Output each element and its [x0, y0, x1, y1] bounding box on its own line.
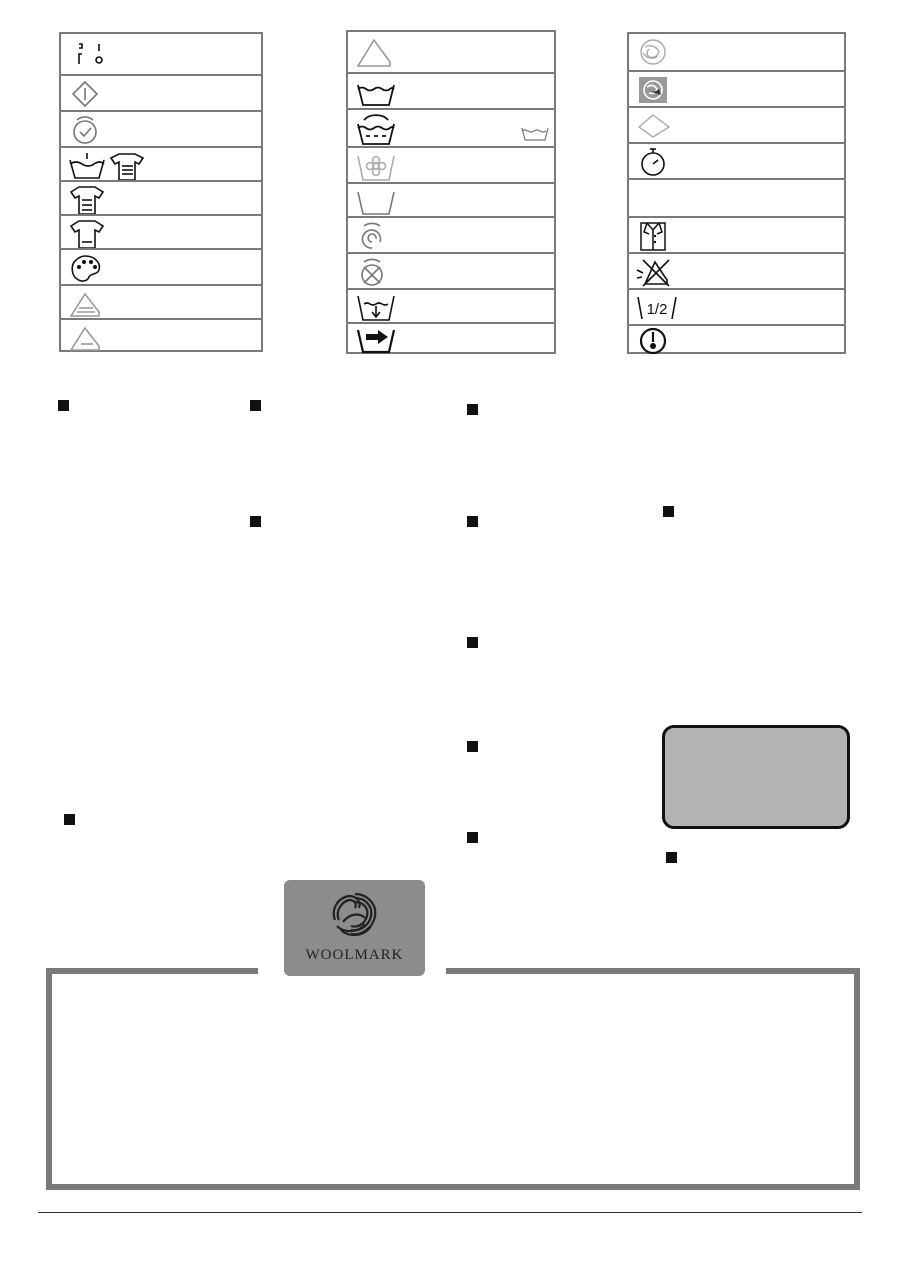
- timer-icon: [635, 146, 671, 178]
- bullet-marker: [467, 832, 478, 843]
- woolmark-icon: [635, 75, 671, 105]
- panel-row: [629, 142, 844, 180]
- left-panel: [59, 32, 263, 352]
- panel-row: [348, 252, 554, 290]
- panel-row: [61, 180, 261, 216]
- panel-row: [61, 74, 261, 112]
- bullet-marker: [467, 741, 478, 752]
- bullet-marker: [250, 516, 261, 527]
- panel-row: [629, 252, 844, 290]
- wash-tub-with-shirt-icon: [67, 150, 157, 182]
- no-spin-icon: [354, 256, 394, 288]
- iron-line-icon: [67, 322, 107, 354]
- panel-row: [348, 72, 554, 110]
- right-panel: 1/2: [627, 32, 846, 356]
- no-iron-crossed-icon: [635, 256, 675, 288]
- bullet-marker: [64, 814, 75, 825]
- shirt-lines-icon: [67, 184, 107, 216]
- panel-row: [629, 216, 844, 254]
- panel-row: [348, 108, 554, 148]
- footer-divider: [38, 1212, 862, 1213]
- iron-plate-icon: [635, 111, 675, 141]
- on-off-switch-icon: [67, 38, 107, 68]
- panel-row: [61, 146, 261, 182]
- panel-row: [348, 146, 554, 184]
- woolmark-logo: WOOLMARK: [284, 880, 425, 976]
- panel-row: [348, 182, 554, 218]
- start-pause-diamond-icon: [67, 80, 107, 108]
- bullet-marker: [58, 400, 69, 411]
- bullet-marker: [467, 516, 478, 527]
- bullet-marker: [467, 404, 478, 415]
- woolmark-ball-icon: [327, 890, 383, 947]
- spin-icon: [354, 220, 394, 252]
- rinse-arrow-icon: [354, 326, 398, 354]
- panel-row: [61, 318, 261, 354]
- panel-row: [61, 110, 261, 148]
- bullet-marker: [250, 400, 261, 411]
- middle-panel: [346, 30, 556, 354]
- shirt-icon: [67, 218, 107, 250]
- panel-row: [629, 106, 844, 144]
- delay-timer-icon: [67, 114, 107, 146]
- panel-row: [61, 284, 261, 320]
- prewash-tub-icon: [354, 112, 398, 146]
- empty-tub-icon: [354, 188, 398, 216]
- half-load-icon: 1/2: [635, 293, 679, 323]
- palette-icon: [67, 253, 107, 285]
- bullet-marker: [663, 506, 674, 517]
- panel-row: [629, 70, 844, 108]
- panel-row: 1/2: [629, 288, 844, 326]
- panel-row: [629, 324, 844, 356]
- temperature-icon: [635, 326, 671, 356]
- panel-row: [348, 216, 554, 254]
- panel-row: [629, 178, 844, 218]
- flower-tub-icon: [354, 150, 398, 182]
- wash-tub-icon: [354, 77, 398, 107]
- half-load-label: 1/2: [647, 301, 668, 318]
- drain-icon: [354, 292, 398, 324]
- panel-row: [348, 32, 554, 72]
- woolmark-brand-text: WOOLMARK: [305, 947, 404, 963]
- small-wash-tub-icon: [520, 124, 550, 147]
- panel-row: [348, 288, 554, 324]
- panel-row: [348, 322, 554, 356]
- wool-ball-icon: [635, 37, 671, 67]
- panel-row: [61, 34, 261, 74]
- info-frame: [46, 968, 860, 1190]
- panel-row: [629, 34, 844, 70]
- iron-icon: [354, 36, 394, 68]
- bullet-marker: [666, 852, 677, 863]
- panel-row: [61, 214, 261, 250]
- display-screen: [662, 725, 850, 829]
- panel-row: [61, 248, 261, 286]
- bullet-marker: [467, 637, 478, 648]
- iron-lines-icon: [67, 288, 107, 320]
- folded-shirt-icon: [635, 220, 671, 252]
